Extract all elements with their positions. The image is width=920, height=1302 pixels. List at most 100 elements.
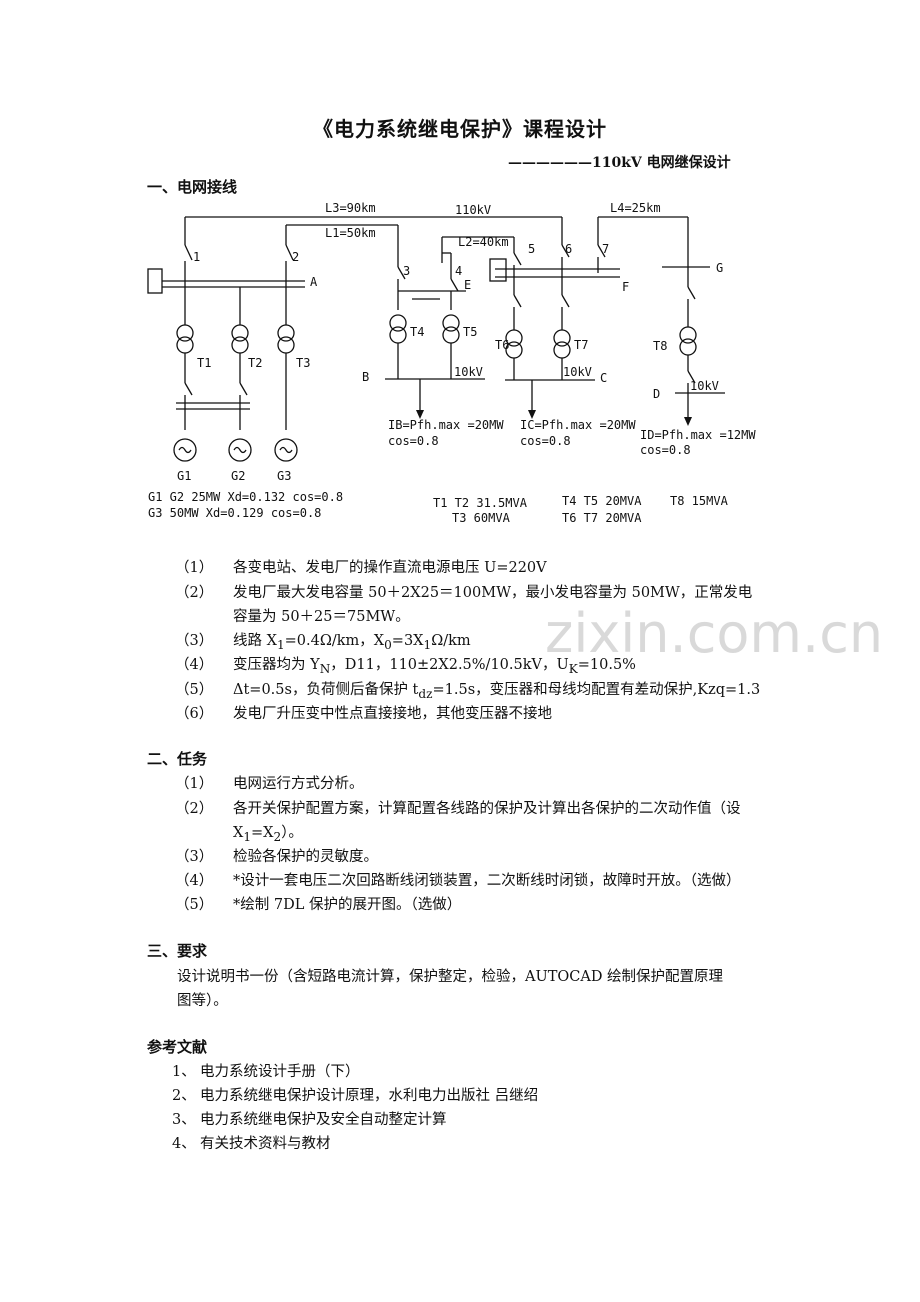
t2-label: T2 — [248, 356, 262, 370]
s1-item-3-sub-b: 0 — [384, 637, 392, 652]
s1-item-6-num: （6） — [175, 706, 214, 722]
load-b-cos: cos=0.8 — [388, 434, 439, 448]
switch-3-label: 3 — [403, 264, 410, 278]
s1-item-3-sub-a: 1 — [276, 637, 285, 652]
s2-item-5-num: （5） — [175, 897, 214, 913]
transformer-param-1: T1 T2 31.5MVA — [433, 496, 528, 510]
s1-item-4: （4） 变压器均为 YN，D11，110±2X2.5%/10.5kV，UK=10.… — [175, 653, 636, 676]
g1-label: G1 — [177, 469, 191, 483]
bus-b-voltage: 10kV — [454, 365, 483, 379]
g3-label: G3 — [277, 469, 291, 483]
page-subtitle: ——————110kV 电网继保设计 — [508, 155, 731, 171]
label-l4: L4=25km — [610, 201, 661, 215]
g2-label: G2 — [231, 469, 245, 483]
bus-d-label: D — [653, 387, 660, 401]
s1-item-4-text-b: ，D11，110±2X2.5%/10.5kV，U — [330, 657, 569, 673]
s2-item-2-cont-sub-a: 1 — [243, 829, 252, 844]
s2-item-5-text: *绘制 7DL 保护的展开图。（选做） — [233, 897, 462, 913]
s3-line-1: 设计说明书一份（含短路电流计算，保护整定，检验，AUTOCAD 绘制保护配置原理 — [177, 969, 724, 985]
t3-label: T3 — [296, 356, 310, 370]
s2-item-2-cont: X1=X2）。 — [233, 821, 303, 844]
s1-item-3-text-a: 线路 X — [233, 633, 277, 649]
transformer-param-3: T4 T5 20MVA — [562, 494, 642, 508]
s1-item-4-sub-b: K — [568, 661, 578, 676]
switch-6-label: 6 — [565, 242, 572, 256]
s1-item-5: （5） Δt=0.5s，负荷侧后备保护 tdz=1.5s，变压器和母线均配置有差动… — [175, 678, 760, 701]
page-title: 《电力系统继电保护》课程设计 — [313, 117, 607, 141]
s2-item-3-text: 检验各保护的灵敏度。 — [233, 849, 378, 865]
section-2-heading: 二、任务 — [147, 750, 208, 768]
reference-1-num: 1、 — [172, 1064, 196, 1080]
s2-item-3: （3） 检验各保护的灵敏度。 — [175, 845, 378, 866]
reference-2-text: 电力系统继电保护设计原理，水利电力出版社 吕继绍 — [200, 1088, 539, 1104]
s2-item-2-num: （2） — [175, 801, 214, 817]
switch-5-label: 5 — [528, 242, 535, 256]
s1-item-5-text-b: =1.5s，变压器和母线均配置有差动保护,Kzq=1.3 — [432, 682, 761, 698]
reference-3-text: 电力系统继电保护及安全自动整定计算 — [200, 1112, 447, 1128]
s1-item-3: （3）线路 X1=0.4Ω/km，X0=3X1Ω/km — [175, 629, 471, 652]
transformer-param-2: T3 60MVA — [452, 511, 511, 525]
load-d-cos: cos=0.8 — [640, 443, 691, 457]
t7-label: T7 — [574, 338, 588, 352]
bus-g-label: G — [716, 261, 723, 275]
s1-item-6: （6）发电厂升压变中性点直接接地，其他变压器不接地 — [175, 702, 552, 723]
t5-label: T5 — [463, 325, 477, 339]
s2-item-2-cont-b: =X — [251, 825, 274, 841]
s2-item-3-num: （3） — [175, 849, 214, 865]
s2-item-2-cont-sub-b: 2 — [273, 829, 282, 844]
s1-item-4-text-a: 变压器均为 Y — [233, 657, 320, 673]
reference-2-num: 2、 — [172, 1088, 196, 1104]
label-l2: L2=40km — [458, 235, 509, 249]
reference-4-text: 有关技术资料与教材 — [200, 1136, 331, 1152]
load-c-cos: cos=0.8 — [520, 434, 571, 448]
transformer-param-5: T8 15MVA — [670, 494, 729, 508]
s3-line-2: 图等）。 — [177, 993, 228, 1009]
s2-item-2-text: 各开关保护配置方案，计算配置各线路的保护及计算出各保护的二次动作值（设 — [233, 801, 741, 817]
reference-3: 3、电力系统继电保护及安全自动整定计算 — [172, 1108, 447, 1129]
section-3-heading: 三、要求 — [147, 942, 208, 960]
load-b: IB=Pfh.max =20MW — [388, 418, 504, 432]
s1-item-5-text-a: Δt=0.5s，负荷侧后备保护 t — [233, 682, 419, 698]
s1-item-5-num: （5） — [175, 682, 214, 698]
bus-a-label: A — [310, 275, 318, 289]
s2-item-2-cont-c: ）。 — [281, 825, 303, 841]
switch-1-label: 1 — [193, 250, 200, 264]
s2-item-1: （1） 电网运行方式分析。 — [175, 772, 364, 793]
section-1-heading: 一、电网接线 — [147, 178, 238, 196]
s1-item-4-num: （4） — [175, 657, 214, 673]
s1-item-2-cont: 容量为 50＋25＝75MW。 — [233, 609, 410, 625]
label-110kv: 110kV — [455, 203, 491, 217]
t1-label: T1 — [197, 356, 211, 370]
switch-2-label: 2 — [292, 250, 299, 264]
s1-item-4-text-c: =10.5% — [577, 657, 636, 673]
t4-label: T4 — [410, 325, 424, 339]
s1-item-3-sub-c: 1 — [423, 637, 432, 652]
reference-3-num: 3、 — [172, 1112, 196, 1128]
bus-d-voltage: 10kV — [690, 379, 719, 393]
s1-item-4-sub-a: N — [319, 661, 331, 676]
switch-4-label: 4 — [455, 264, 462, 278]
s2-item-2: （2） 各开关保护配置方案，计算配置各线路的保护及计算出各保护的二次动作值（设 — [175, 797, 741, 818]
s1-item-5-sub-a: dz — [418, 686, 433, 701]
s1-item-2: （2）发电厂最大发电容量 50＋2X25＝100MW，最小发电容量为 50MW，… — [175, 581, 752, 602]
watermark: zixin.com.cn — [545, 602, 884, 665]
t6-label: T6 — [495, 338, 509, 352]
t8-label: T8 — [653, 339, 667, 353]
bus-c-voltage: 10kV — [563, 365, 592, 379]
load-d: ID=Pfh.max =12MW — [640, 428, 756, 442]
grid-wiring-diagram: L3=90km 110kV L4=25km L1=50km L2=40km 1 … — [140, 195, 780, 535]
s2-item-1-text: 电网运行方式分析。 — [233, 776, 364, 792]
s1-item-1: （1）各变电站、发电厂的操作直流电源电压 U=220V — [175, 556, 547, 577]
switch-7-label: 7 — [602, 242, 609, 256]
label-l3: L3=90km — [325, 201, 376, 215]
s2-item-1-num: （1） — [175, 776, 214, 792]
s1-item-2-text: 发电厂最大发电容量 50＋2X25＝100MW，最小发电容量为 50MW，正常发… — [233, 585, 753, 601]
s1-item-3-num: （3） — [175, 633, 214, 649]
reference-1-text: 电力系统设计手册（下） — [200, 1064, 360, 1080]
reference-4-num: 4、 — [172, 1136, 196, 1152]
reference-1: 1、电力系统设计手册（下） — [172, 1060, 360, 1081]
s2-item-4: （4）*设计一套电压二次回路断线闭锁装置，二次断线时闭锁，故障时开放。（选做） — [175, 869, 741, 890]
s1-item-3-text-d: Ω/km — [431, 633, 471, 649]
s2-item-4-text: *设计一套电压二次回路断线闭锁装置，二次断线时闭锁，故障时开放。（选做） — [233, 873, 741, 889]
references-heading: 参考文献 — [147, 1038, 208, 1056]
